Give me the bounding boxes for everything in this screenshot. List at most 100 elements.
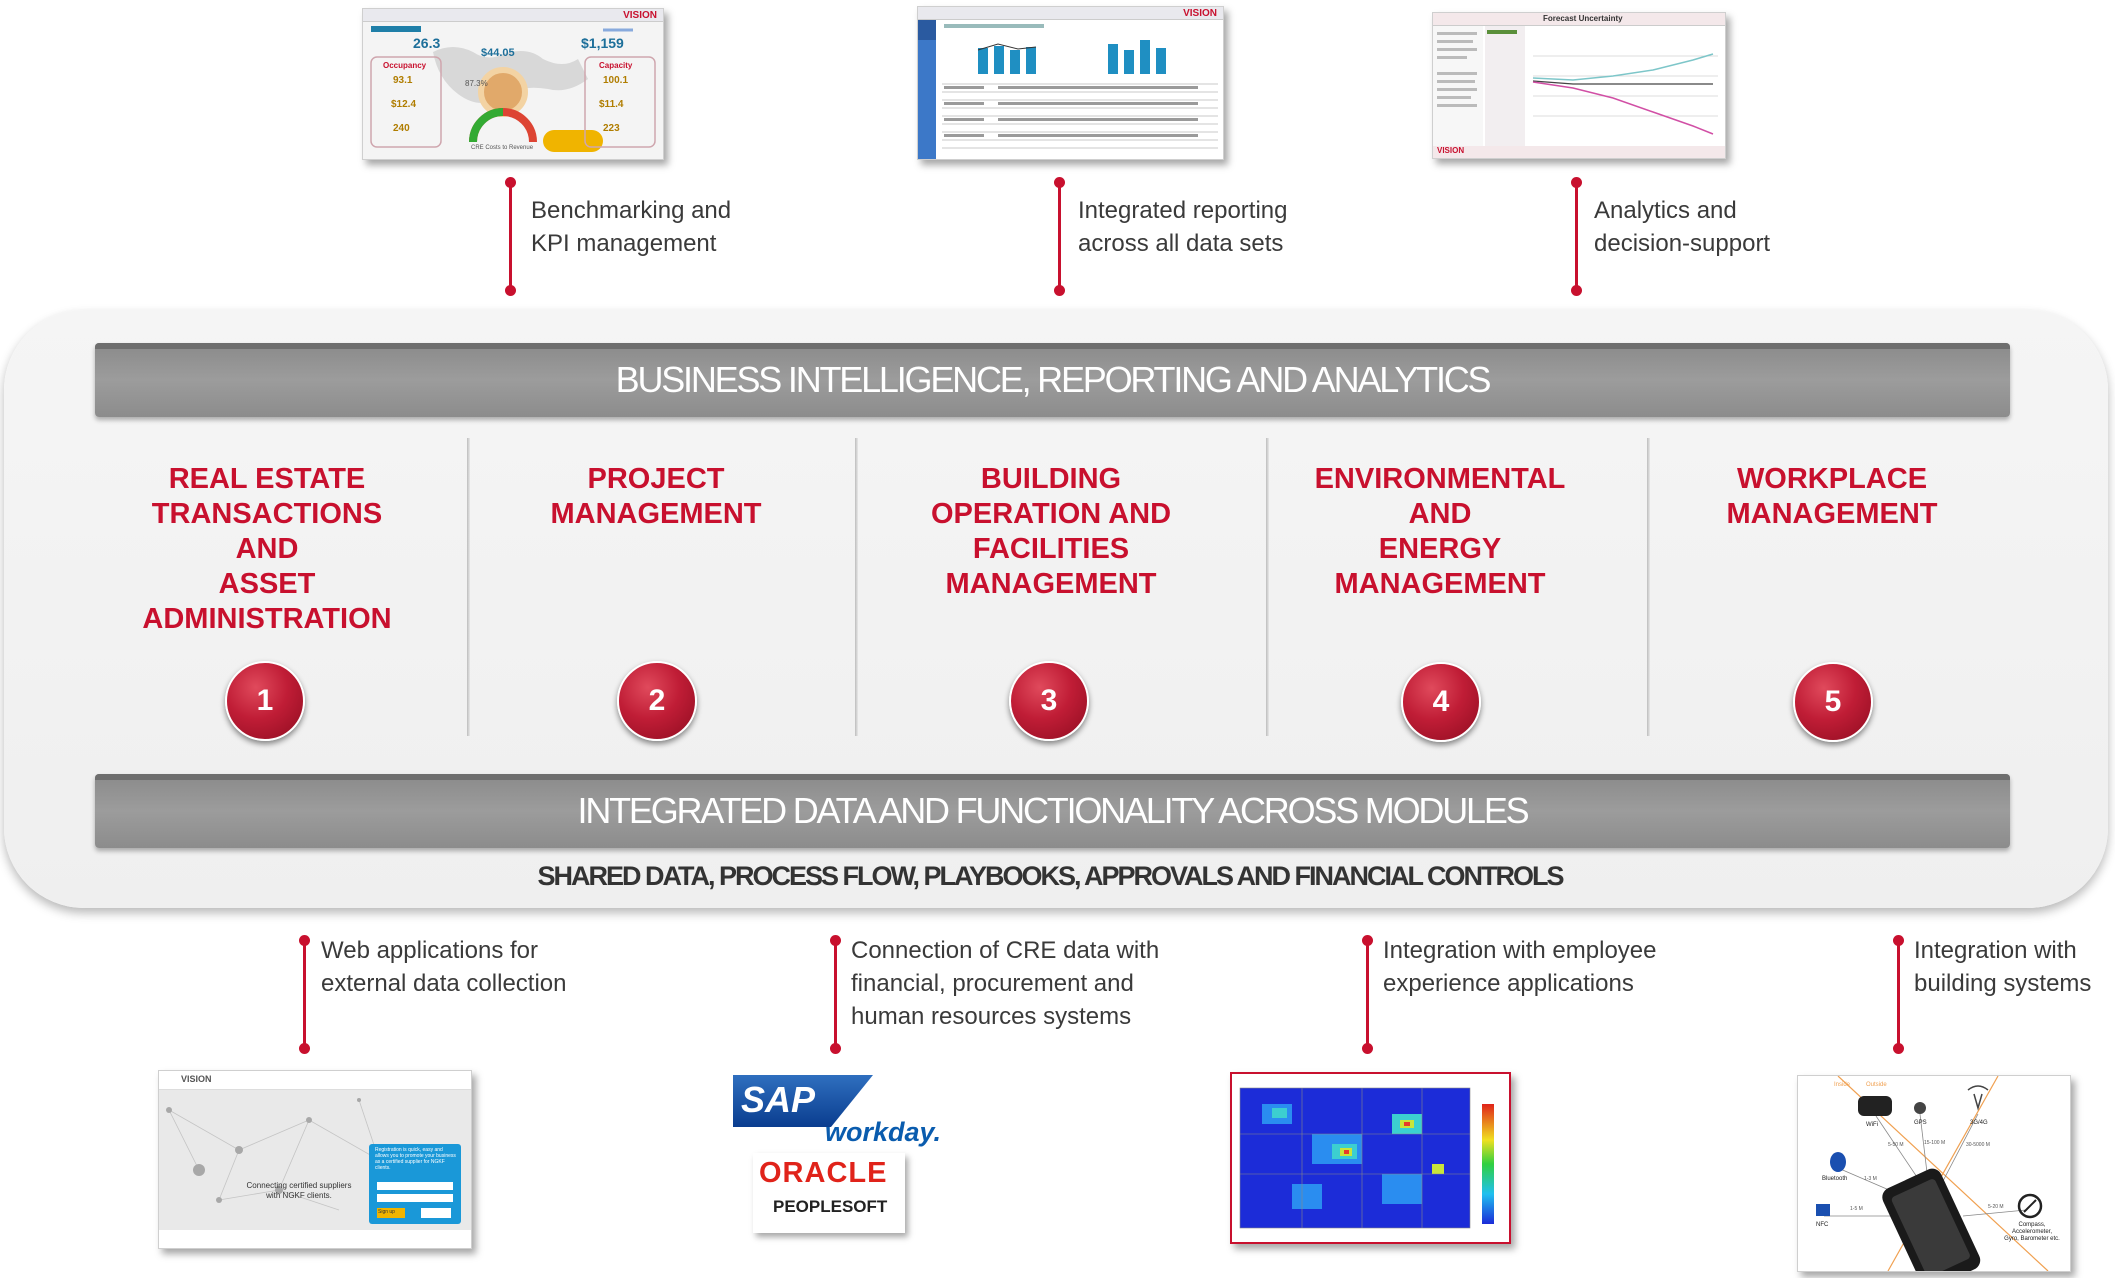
outside-label: Outside xyxy=(1866,1082,1887,1088)
integrated-data-band: INTEGRATED DATA AND FUNCTIONALITY ACROSS… xyxy=(95,774,2010,848)
range-label: 15-100 M xyxy=(1924,1140,1946,1146)
connector-label-building-systems: Integration with building systems xyxy=(1914,937,2092,997)
kpi-value: 87.3% xyxy=(465,79,488,88)
kpi-value: $44.05 xyxy=(481,47,515,59)
occupancy-label: Occupancy xyxy=(383,61,427,70)
inside-label: Inside xyxy=(1834,1082,1851,1088)
sensor-diagram-graphic xyxy=(1798,1076,2070,1271)
benchmarking-dashboard-thumbnail: VISION 26.3 $44.05 $1,159 Occupancy Capa… xyxy=(362,8,664,160)
module-number-badge: 2 xyxy=(617,661,697,741)
wifi-label: WiFi xyxy=(1866,1122,1878,1128)
gps-label: GPS xyxy=(1914,1120,1927,1126)
module-divider xyxy=(855,438,858,736)
vision-logo: VISION xyxy=(1437,146,1465,155)
supplier-portal-thumbnail: VISION Registration is quick, easy and a… xyxy=(158,1070,472,1249)
connector-label-employee-experience: Integration with employee experience app… xyxy=(1383,937,1657,997)
connector-dot xyxy=(505,177,516,188)
connector-line xyxy=(303,940,306,1048)
connector-label-reporting: Integrated reporting across all data set… xyxy=(1078,197,1288,257)
kpi-value: $12.4 xyxy=(391,99,417,110)
workday-logo: workday. xyxy=(825,1117,942,1147)
portal-signup-button: Sign up xyxy=(378,1209,395,1215)
sensors-label: Compass, Accelerometer, Gyro, Barometer … xyxy=(2004,1222,2060,1242)
enterprise-logos: SAP workday. ORACLE PEOPLESOFT xyxy=(733,1075,943,1235)
connector-line xyxy=(1897,940,1900,1048)
module-divider xyxy=(1647,438,1650,736)
world-map-graphic xyxy=(363,22,663,159)
connector-dot xyxy=(505,285,516,296)
nfc-label: NFC xyxy=(1816,1222,1829,1228)
module-divider xyxy=(467,438,470,736)
kpi-value: $11.4 xyxy=(599,99,624,110)
kpi-value: 240 xyxy=(393,123,410,134)
module-number-badge: 4 xyxy=(1401,662,1481,742)
module-number-badge: 1 xyxy=(225,661,305,741)
oracle-logo: ORACLE xyxy=(759,1157,888,1189)
peoplesoft-logo: PEOPLESOFT xyxy=(773,1197,888,1216)
connector-dot xyxy=(299,935,310,946)
module-title-workplace: WORKPLACE MANAGEMENT xyxy=(1726,463,1938,530)
floor-heatmap-graphic xyxy=(1232,1074,1509,1242)
connector-dot xyxy=(1571,285,1582,296)
connector-dot xyxy=(1893,935,1904,946)
cellular-label: 3G/4G xyxy=(1970,1120,1988,1126)
module-title-building-operation: BUILDING OPERATION AND FACILITIES MANAGE… xyxy=(930,463,1172,600)
connector-line xyxy=(1575,182,1578,289)
bluetooth-label: Bluetooth xyxy=(1822,1176,1848,1182)
range-label: 5-20 M xyxy=(1988,1204,2004,1210)
connector-label-web-apps: Web applications for external data colle… xyxy=(321,937,567,997)
connector-label-analytics: Analytics and decision-support xyxy=(1594,197,1771,257)
range-label: 30-5000 M xyxy=(1966,1142,1990,1148)
connector-dot xyxy=(1893,1043,1904,1054)
vision-logo: VISION xyxy=(181,1074,212,1084)
gauge-label: CRE Costs to Revenue xyxy=(471,145,534,151)
network-graphic xyxy=(159,1090,471,1230)
kpi-value: 100.1 xyxy=(603,75,629,86)
connector-dot xyxy=(1571,177,1582,188)
portal-caption: Connecting certified suppliers with NGKF… xyxy=(246,1181,352,1200)
range-label: 1-3 M xyxy=(1864,1176,1877,1182)
connector-dot xyxy=(830,1043,841,1054)
kpi-value: 93.1 xyxy=(393,75,413,86)
connector-line xyxy=(834,940,837,1048)
connector-dot xyxy=(299,1043,310,1054)
connector-label-benchmarking: Benchmarking and KPI management xyxy=(531,197,732,257)
oracle-peoplesoft-box xyxy=(753,1153,905,1233)
bi-reporting-band: BUSINESS INTELLIGENCE, REPORTING AND ANA… xyxy=(95,343,2010,417)
building-systems-thumbnail: Inside Outside WiFi GPS 3G/4G Bluetooth … xyxy=(1797,1075,2071,1272)
connector-line xyxy=(1058,182,1061,289)
portal-header xyxy=(159,1071,471,1090)
report-chart-graphic xyxy=(918,20,1218,159)
forecast-chart-graphic xyxy=(1433,26,1725,158)
analytics-thumbnail: Forecast Uncertainty VISION xyxy=(1432,12,1726,159)
connector-dot xyxy=(1362,1043,1373,1054)
portal-card-text: Registration is quick, easy and allows y… xyxy=(375,1147,456,1171)
connector-dot xyxy=(1362,935,1373,946)
sap-logo-text: SAP xyxy=(741,1079,816,1120)
connector-label-cre-systems: Connection of CRE data with financial, p… xyxy=(851,937,1160,1030)
reporting-thumbnail: VISION xyxy=(917,6,1224,160)
module-number-badge: 3 xyxy=(1009,661,1089,741)
thumbnail-titlebar xyxy=(918,7,1223,20)
kpi-value: 223 xyxy=(603,123,620,134)
shared-data-caption: SHARED DATA, PROCESS FLOW, PLAYBOOKS, AP… xyxy=(537,861,1564,891)
kpi-value: $1,159 xyxy=(581,35,624,51)
connector-dot xyxy=(1054,177,1065,188)
module-title-project: PROJECT MANAGEMENT xyxy=(550,463,762,530)
module-divider xyxy=(1266,438,1269,736)
vision-logo: VISION xyxy=(623,10,657,21)
heatmap-thumbnail xyxy=(1230,1072,1511,1244)
forecast-title: Forecast Uncertainty xyxy=(1543,14,1623,23)
capacity-label: Capacity xyxy=(599,61,633,70)
vision-logo: VISION xyxy=(1183,8,1217,19)
thumbnail-titlebar xyxy=(1433,13,1725,26)
connector-dot xyxy=(1054,285,1065,296)
connector-line xyxy=(509,182,512,289)
connector-line xyxy=(1366,940,1369,1048)
module-title-environmental: ENVIRONMENTAL AND ENERGY MANAGEMENT xyxy=(1314,463,1566,600)
range-label: 5-50 M xyxy=(1888,1142,1904,1148)
range-label: 1-5 M xyxy=(1850,1206,1863,1212)
module-title-real-estate: REAL ESTATE TRANSACTIONS AND ASSET ADMIN… xyxy=(142,463,392,635)
thumbnail-titlebar xyxy=(363,9,663,22)
connector-dot xyxy=(830,935,841,946)
